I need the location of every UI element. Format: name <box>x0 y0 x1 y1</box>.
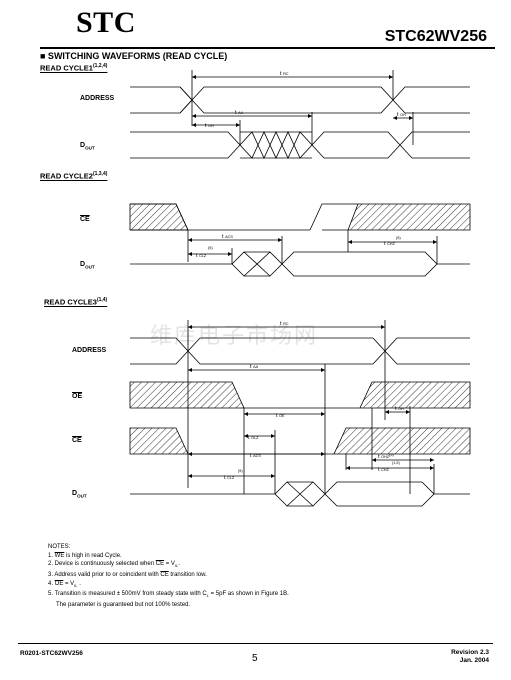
label-tchz-c2: t CHZ <box>384 241 396 247</box>
part-number: STC62WV256 <box>384 28 487 45</box>
notes-title: NOTES: <box>48 544 71 550</box>
c2-timing-arrows <box>187 230 438 264</box>
c3-timing-arrows <box>187 320 435 494</box>
note-3: 3. Address valid prior to or coincident … <box>48 571 207 578</box>
label-tacs-c2: t ACS <box>222 234 233 240</box>
c2-ce-waveform <box>129 203 471 231</box>
label-taa-c1: t AA <box>235 110 244 116</box>
revision-text: Revision 2.3 <box>451 649 489 656</box>
label-tclz-c3: t CLZ <box>224 475 235 481</box>
label-note5-chz-c2: (5) <box>396 236 401 240</box>
c3-address-waveform <box>130 337 470 365</box>
section-title: ■ SWITCHING WAVEFORMS (READ CYCLE) <box>40 51 228 61</box>
c3-dout-waveform <box>130 481 470 507</box>
label-toe-c3: t OE <box>276 413 285 419</box>
label-toh-c1-end: t OH <box>397 112 406 118</box>
page-number: 5 <box>252 653 258 664</box>
c3-oe-waveform <box>129 381 471 409</box>
signal-ce-c3: CE <box>72 437 82 444</box>
revision-date: Jan. 2004 <box>459 657 489 664</box>
c1-address-waveform <box>130 86 470 114</box>
c1-timing-arrows <box>191 70 414 145</box>
company-logo: STC <box>76 6 136 39</box>
footer-doc-id: R0201-STC62WV256 <box>20 650 83 657</box>
signal-dout-c2: DOUT <box>80 261 95 270</box>
signal-dout-c3: DOUT <box>72 490 87 499</box>
note-4: 4. OE = VIL . <box>48 580 81 588</box>
label-trc-c1: t RC <box>280 71 289 77</box>
label-note5-clz-c3: (5) <box>238 469 243 473</box>
signal-address-c3: ADDRESS <box>72 347 107 354</box>
label-tolz-c3: t OLZ <box>248 435 259 441</box>
signal-dout-c1: DOUT <box>80 142 95 151</box>
read-cycle3-title: READ CYCLE3(1,4) <box>44 297 108 307</box>
note-1: 1. WE is high in read Cycle. <box>48 552 122 559</box>
note-5: 5. Transition is measured ± 500mV from s… <box>48 591 289 599</box>
c1-dout-waveform <box>130 131 470 159</box>
label-tacs-c3: t ACS <box>250 453 261 459</box>
note-5-continued: The parameter is guaranteed but not 100%… <box>56 602 191 609</box>
c2-dout-waveform <box>130 251 470 277</box>
read-cycle2-title: READ CYCLE2(1,3,4) <box>40 171 108 181</box>
signal-address-c1: ADDRESS <box>80 95 115 102</box>
label-note5-clz-c2: (5) <box>208 246 213 250</box>
note-2: 2. Device is continuously selected when … <box>48 561 180 569</box>
notes-block: NOTES: 1. WE is high in read Cycle. 2. D… <box>48 543 289 610</box>
signal-ce-c2: CE <box>80 216 90 223</box>
label-tohz-c3: t OHZ(5) <box>378 453 394 460</box>
label-note15-c3: (1,5) <box>392 461 401 465</box>
label-trc-c3: t RC <box>280 321 289 327</box>
footer-rule <box>18 643 493 644</box>
label-taa-c3: t AA <box>250 364 259 370</box>
signal-oe-c3: OE <box>72 393 83 400</box>
read-cycle1-title: READ CYCLE1(1,2,4) <box>40 63 108 73</box>
label-toh-c1: t OH <box>205 123 214 129</box>
header-rule <box>40 47 495 49</box>
footer-revision: Revision 2.3 Jan. 2004 <box>451 649 489 665</box>
label-toh-c3: t OH <box>395 406 404 412</box>
c3-ce-waveform <box>129 427 471 455</box>
label-tchz-c3: t CHZ <box>378 467 390 473</box>
label-tclz-c2: t CLZ <box>196 253 207 259</box>
